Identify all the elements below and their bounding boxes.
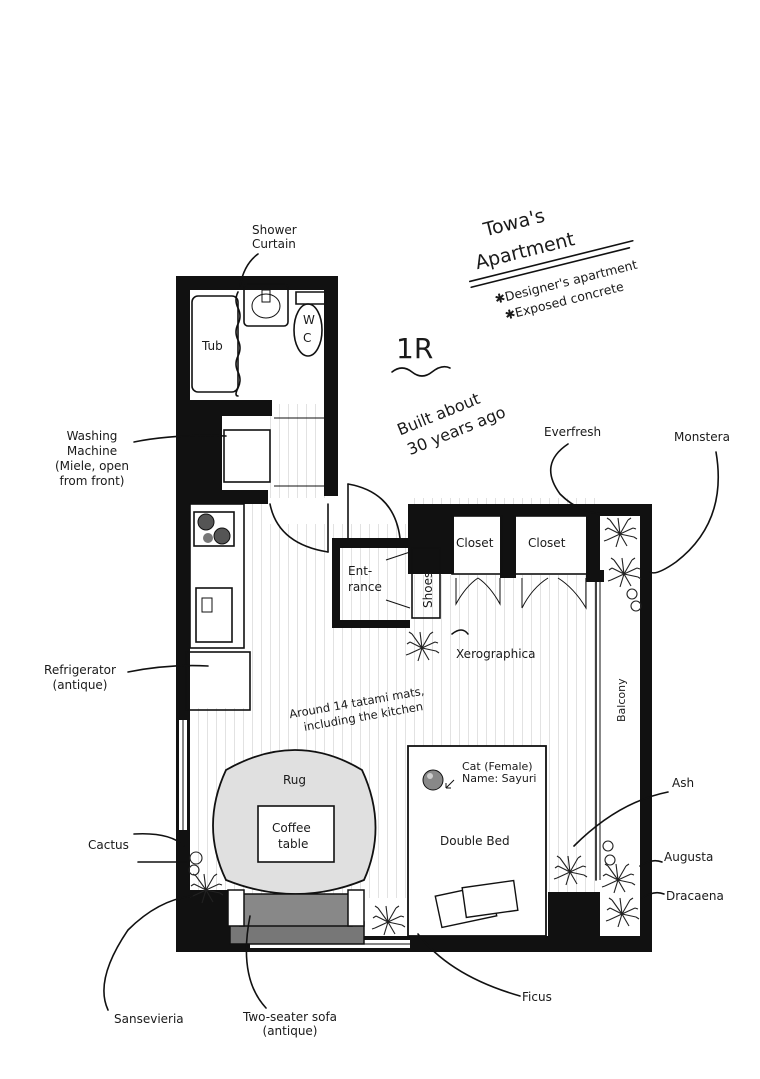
rug-label: Rug (283, 773, 306, 787)
xerographica-label: Xerographica (456, 647, 536, 661)
entrance-door-swing (347, 483, 401, 539)
shower-curtain (235, 291, 241, 397)
title-underline-2 (470, 247, 631, 289)
svg-text:Closet: Closet (528, 536, 566, 550)
kitchen-counter (189, 503, 245, 649)
coffee-table (257, 805, 335, 863)
ficus-label: Ficus (522, 990, 552, 1004)
sofa-label: Two-seater sofa (242, 1010, 337, 1024)
building-age: Built about 30 years ago (394, 389, 508, 459)
svg-text:C: C (303, 331, 311, 345)
monstera-plant-icon (607, 557, 642, 588)
svg-text:Machine: Machine (67, 444, 117, 458)
title-block: Towa's Apartment ✱Designer's apartment ✱… (468, 205, 639, 323)
svg-text:Curtain: Curtain (252, 237, 296, 251)
svg-text:Coffee: Coffee (272, 821, 311, 835)
cat-label: Cat (Female) (462, 760, 533, 773)
svg-text:(antique): (antique) (53, 678, 108, 692)
bed-label: Double Bed (440, 834, 510, 848)
refrigerator-label: Refrigerator (44, 663, 116, 677)
closet-left (451, 515, 503, 575)
toilet-tank (295, 291, 327, 305)
kitchen (185, 503, 251, 711)
balcony-label: Balcony (615, 678, 628, 722)
washing-machine (223, 429, 271, 483)
toilet (293, 303, 323, 357)
plants (188, 517, 642, 936)
augusta-label: Augusta (664, 850, 713, 864)
callout-lines (103, 253, 720, 1011)
sink (243, 283, 289, 327)
shower-curtain-label: Shower (252, 223, 297, 237)
title-underline (468, 239, 634, 283)
bath-door-swing (269, 503, 329, 553)
svg-text:(antique): (antique) (263, 1024, 318, 1038)
everfresh-label: Everfresh (544, 425, 601, 439)
svg-text:Ent-: Ent- (348, 564, 372, 578)
cat-name: Name: Sayuri (462, 772, 536, 785)
ash-label: Ash (672, 776, 694, 790)
dracaena-plant-icon (605, 897, 640, 928)
layout-squiggle (391, 365, 451, 377)
svg-text:W: W (303, 313, 315, 327)
cactus-label: Cactus (88, 838, 129, 852)
svg-text:rance: rance (348, 580, 382, 594)
washing-machine-label: Washing (67, 429, 118, 443)
svg-text:table: table (278, 837, 308, 851)
closets: Closet Closet (451, 515, 589, 610)
svg-text:from front): from front) (60, 474, 125, 488)
refrigerator (185, 651, 251, 711)
entrance: Ent- rance Shoes (269, 483, 441, 619)
cat-icon (422, 769, 444, 791)
bathtub (191, 295, 239, 393)
bathroom: Tub W C (191, 283, 327, 397)
layout-type: 1R (396, 332, 433, 365)
pillow-right (461, 879, 519, 919)
kitchen-sink (195, 587, 233, 643)
callouts: Shower Curtain Washing Machine (Miele, o… (44, 223, 730, 1038)
closet-right (513, 515, 589, 575)
sofa (227, 889, 365, 945)
cactus-plant-icon (189, 851, 203, 865)
dracaena-label: Dracaena (666, 889, 724, 903)
svg-text:Closet: Closet (456, 536, 494, 550)
floor-area (190, 404, 600, 898)
shoes-label: Shoes (421, 572, 435, 608)
monstera-label: Monstera (674, 430, 730, 444)
augusta-plant-icon (602, 840, 614, 852)
everfresh-plant-icon (603, 517, 638, 548)
svg-text:(Miele, open: (Miele, open (55, 459, 129, 473)
tub-label: Tub (201, 339, 223, 353)
ficus-plant-icon (371, 905, 406, 936)
stove (193, 511, 235, 547)
shoe-cabinet (411, 547, 441, 619)
sansevieria-label: Sansevieria (114, 1012, 184, 1026)
